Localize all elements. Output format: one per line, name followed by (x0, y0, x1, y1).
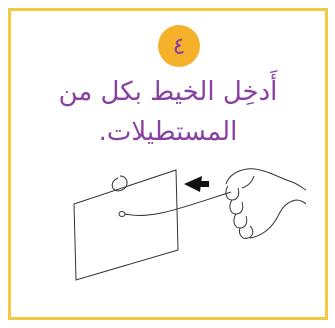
fist-hand-icon (226, 169, 306, 239)
instruction-line-2: المستطيلات. (20, 112, 316, 152)
left-arrow-icon (184, 176, 209, 192)
thread-line (125, 192, 231, 216)
thread-hole (119, 212, 125, 217)
instruction-text: أَدخِل الخيط بكل من المستطيلات. (20, 72, 316, 152)
step-number-badge: ٤ (158, 25, 200, 67)
threading-illustration (56, 152, 306, 292)
instruction-line-1: أَدخِل الخيط بكل من (20, 72, 316, 112)
